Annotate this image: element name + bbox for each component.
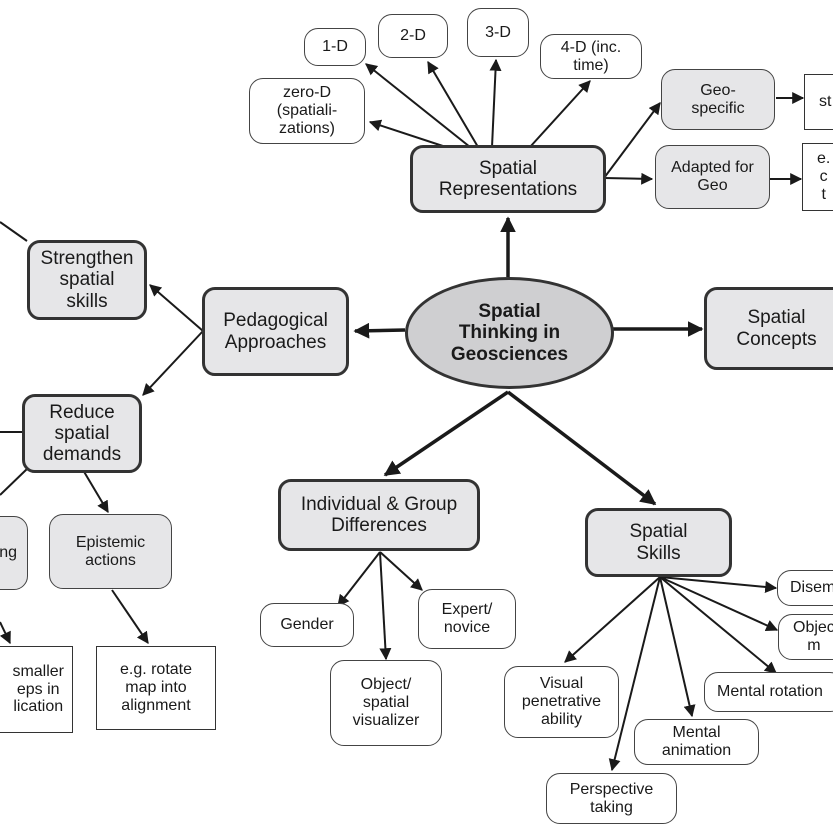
arrow-to-3d bbox=[489, 58, 502, 148]
arrow-central-to-skills bbox=[506, 390, 657, 506]
arrow-to-4d bbox=[529, 80, 591, 148]
arrow-to-expert bbox=[379, 551, 423, 591]
node-strengthen-spatial-skills[interactable]: Strengthen spatial skills bbox=[27, 240, 147, 320]
node-smaller-steps[interactable]: smaller eps in lication bbox=[0, 646, 73, 733]
node-visual-penetrative-ability[interactable]: Visual penetrative ability bbox=[504, 666, 619, 738]
node-geo-specific[interactable]: Geo- specific bbox=[661, 69, 775, 130]
node-mental-animation[interactable]: Mental animation bbox=[634, 719, 759, 765]
branch-individual-group-differences[interactable]: Individual & Group Differences bbox=[278, 479, 480, 551]
arrow-to-reduce bbox=[142, 330, 204, 396]
arrow-reduce-to-partial bbox=[0, 467, 29, 496]
node-expert-novice[interactable]: Expert/ novice bbox=[418, 589, 516, 649]
node-gender[interactable]: Gender bbox=[260, 603, 354, 647]
arrow-to-adapted bbox=[603, 172, 654, 185]
arrow-to-1d bbox=[365, 63, 471, 148]
node-adapted-for-geo[interactable]: Adapted for Geo bbox=[655, 145, 770, 209]
arrow-to-mental-rotation bbox=[659, 576, 777, 674]
arrow-to-visual-penetrative bbox=[564, 576, 661, 663]
branch-pedagogical-approaches[interactable]: Pedagogical Approaches bbox=[202, 287, 349, 376]
arrow-to-perspective bbox=[608, 576, 661, 772]
node-zero-d[interactable]: zero-D (spatiali- zations) bbox=[249, 78, 365, 144]
node-object-spatial-visualizer[interactable]: Object/ spatial visualizer bbox=[330, 660, 442, 746]
node-perspective-taking[interactable]: Perspective taking bbox=[546, 773, 677, 824]
node-3d[interactable]: 3-D bbox=[467, 8, 529, 57]
arrow-to-object-partial bbox=[659, 576, 779, 632]
node-disembedding[interactable]: Disem bbox=[777, 570, 833, 606]
node-object-partial[interactable]: Objec m bbox=[778, 614, 833, 660]
branch-spatial-skills[interactable]: Spatial Skills bbox=[585, 508, 732, 577]
branch-spatial-representations[interactable]: Spatial Representations bbox=[410, 145, 606, 213]
arrow-to-smaller-steps bbox=[0, 621, 11, 645]
arrow-to-visualizer bbox=[379, 551, 392, 661]
arrow-central-to-pedagogical bbox=[353, 322, 406, 339]
arrow-central-to-individual bbox=[383, 390, 509, 477]
node-adapted-example[interactable]: e. c t bbox=[802, 143, 833, 211]
node-rotate-map-example[interactable]: e.g. rotate map into alignment bbox=[96, 646, 216, 730]
arrow-to-gender bbox=[337, 551, 381, 607]
arrow-to-rotate-example bbox=[111, 589, 149, 644]
node-4d[interactable]: 4-D (inc. time) bbox=[540, 34, 642, 79]
node-partial-left[interactable]: ng bbox=[0, 516, 28, 590]
arrow-to-mental-animation bbox=[659, 576, 696, 718]
node-geo-specific-example[interactable]: st bbox=[804, 74, 833, 130]
arrow-to-disembedding bbox=[659, 576, 778, 593]
node-1d[interactable]: 1-D bbox=[304, 28, 366, 66]
node-reduce-spatial-demands[interactable]: Reduce spatial demands bbox=[22, 394, 142, 473]
arrow-to-strengthen bbox=[149, 284, 204, 332]
arrow-to-epistemic bbox=[82, 469, 109, 514]
node-epistemic-actions[interactable]: Epistemic actions bbox=[49, 514, 172, 589]
arrow-to-2d bbox=[427, 60, 479, 148]
node-mental-rotation[interactable]: Mental rotation bbox=[704, 672, 833, 712]
arrow-to-geo-specific bbox=[603, 102, 661, 179]
node-2d[interactable]: 2-D bbox=[378, 14, 448, 58]
central-node[interactable]: Spatial Thinking in Geosciences bbox=[405, 277, 614, 389]
branch-spatial-concepts[interactable]: Spatial Concepts bbox=[704, 287, 833, 370]
line-strengthen-offscreen bbox=[0, 221, 28, 242]
